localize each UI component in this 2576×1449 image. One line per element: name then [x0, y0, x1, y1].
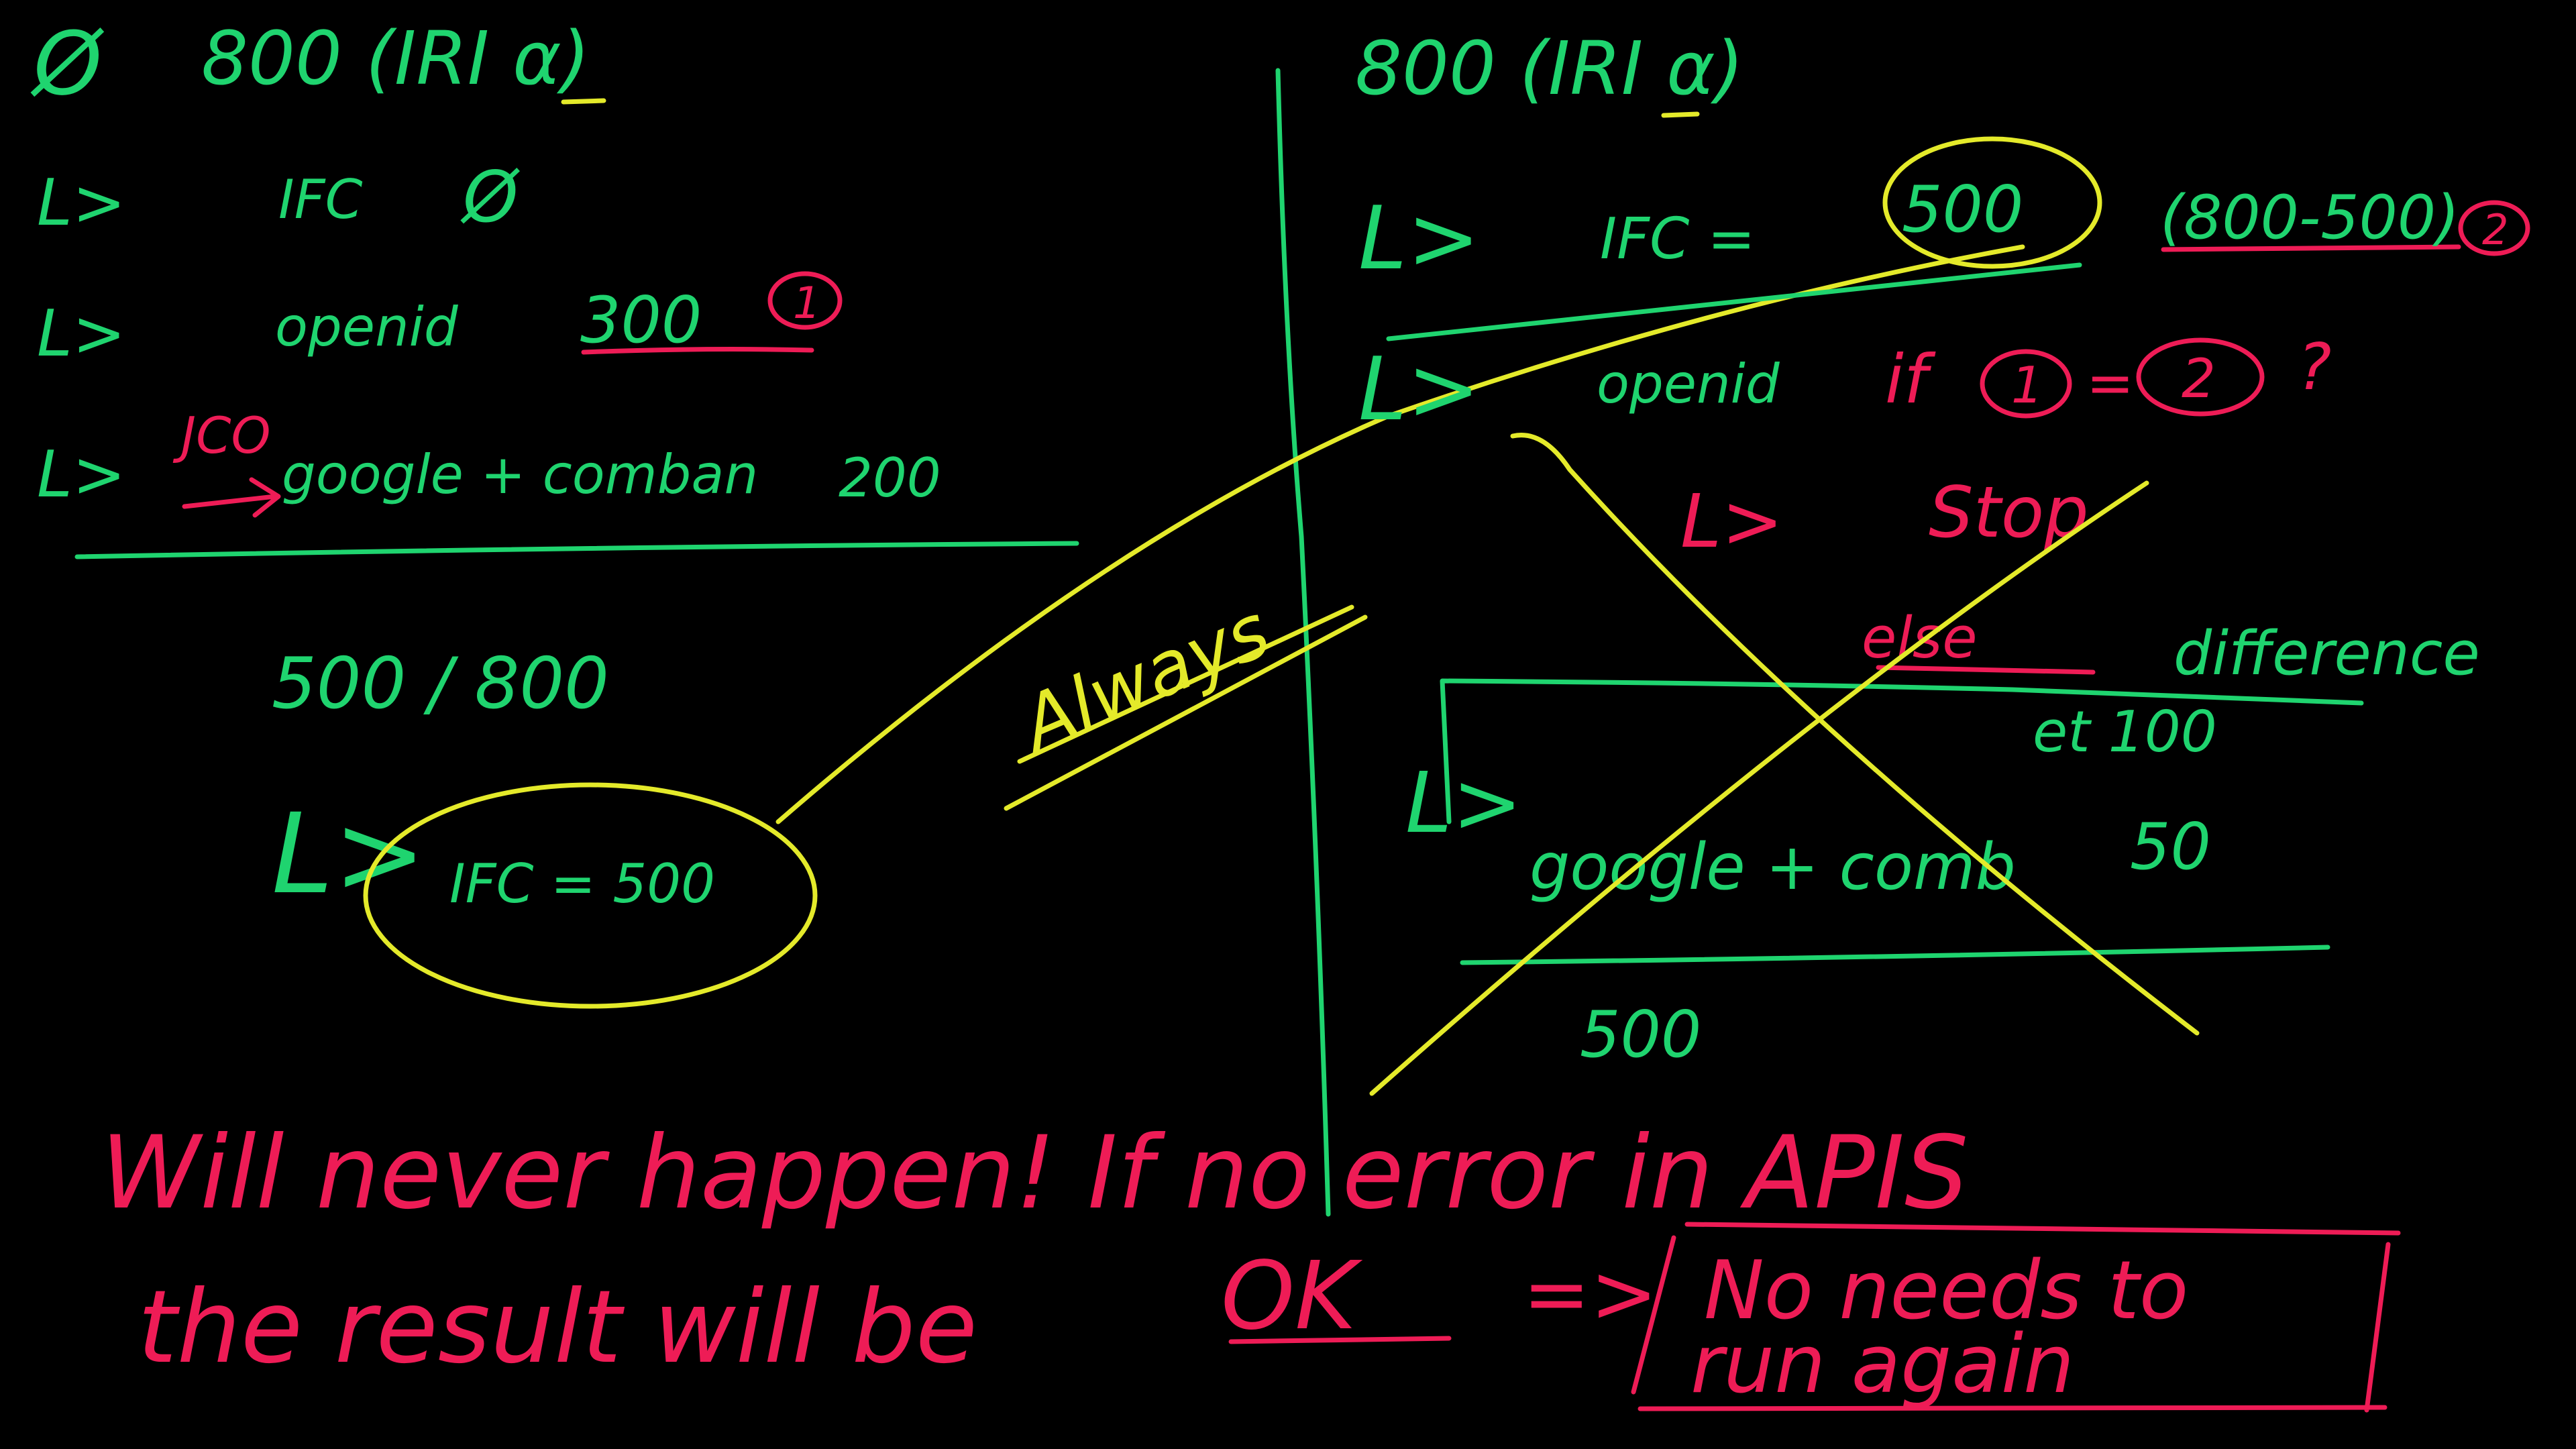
- right-total: 500: [1580, 998, 1701, 1072]
- right-difference: difference: [2174, 619, 2480, 689]
- left-result-arrow: L>: [272, 790, 426, 918]
- right-diff-expr: (800-500): [2160, 182, 2459, 253]
- left-row-3-label: google + comban: [282, 443, 758, 506]
- footer-implies: =>: [1523, 1248, 1658, 1341]
- right-alpha-underline: [1661, 111, 1700, 118]
- right-diff-marker-circle: [2458, 200, 2530, 256]
- always-label: Always: [1006, 587, 1281, 769]
- left-row-3-redirect-arrow: [182, 477, 281, 518]
- right-cond-left-circle: [1980, 349, 2072, 419]
- left-heading-prefix: Ø: [30, 13, 105, 115]
- left-heading: 800 (IRI α): [201, 15, 590, 101]
- right-diff-underline: [2161, 244, 2461, 252]
- right-ifc-value: 500: [1902, 173, 2023, 247]
- left-row-2-arrow: L>: [37, 297, 126, 371]
- footer-box-line-1: No needs to: [1704, 1244, 2188, 1338]
- always-underline-1: [1017, 604, 1354, 764]
- right-diff-marker: 2: [2482, 205, 2508, 254]
- left-marker-1-circle: [767, 271, 843, 330]
- left-row-2-label: openid: [275, 296, 459, 358]
- left-alpha-underline: [561, 98, 606, 105]
- always-connector-line: [775, 244, 2025, 824]
- footer-box-line-2: run again: [1690, 1318, 2074, 1411]
- right-ifc-label: IFC =: [1600, 206, 1756, 272]
- right-difference-value: et 100: [2033, 699, 2217, 765]
- right-cond-q: ?: [2298, 331, 2331, 405]
- footer-ok-underline: [1228, 1336, 1452, 1344]
- right-else-bracket: [1440, 678, 2364, 824]
- left-ratio: 500 / 800: [272, 643, 609, 724]
- left-row-3-value: 200: [839, 447, 941, 509]
- left-row-3-annotation: JCO: [172, 406, 271, 465]
- vertical-divider: [1275, 68, 1331, 1217]
- footer-line-1: Will never happen! If no error in APIS: [101, 1115, 1968, 1232]
- cross-out-stroke-2: [1369, 480, 2149, 1096]
- left-row-1-label: IFC: [278, 168, 363, 231]
- right-google-value: 50: [2130, 810, 2211, 884]
- left-result-circle: [363, 782, 818, 1009]
- right-cond-eq: =: [2086, 350, 2134, 417]
- right-sum-line: [1460, 945, 2330, 965]
- right-ifc-arrow: L>: [1358, 187, 1480, 289]
- right-openid-label: openid: [1597, 353, 1780, 415]
- left-row-2-value: 300: [580, 284, 702, 358]
- right-cond-right: 2: [2182, 347, 2216, 410]
- footer-box: [1631, 1222, 2401, 1413]
- right-ifc-value-circle: [1882, 136, 2102, 269]
- left-result: IFC = 500: [449, 853, 715, 915]
- left-300-underline: [581, 347, 814, 355]
- left-sum-line: [74, 541, 1079, 559]
- footer-line-2-prefix: the result will be: [138, 1269, 977, 1386]
- right-stop-arrow: L>: [1680, 478, 1783, 564]
- always-underline-2: [1004, 614, 1368, 811]
- always-label-group: Always: [1006, 587, 1281, 769]
- right-openid-arrow: L>: [1358, 338, 1480, 440]
- right-openid-if: if: [1885, 340, 1936, 419]
- left-marker-1: 1: [793, 278, 820, 329]
- left-row-3-arrow: L>: [37, 438, 126, 512]
- right-cond-right-circle: [2136, 337, 2265, 417]
- right-openid-bracket: [1386, 262, 2082, 341]
- right-heading: 800 (IRI α): [1355, 25, 1744, 111]
- footer-ok: OK: [1221, 1242, 1363, 1351]
- right-google-label: google + comb: [1529, 830, 2016, 904]
- right-google-arrow: L>: [1405, 755, 1522, 852]
- left-row-1-value: Ø: [460, 156, 520, 238]
- left-row-1-arrow: L>: [37, 166, 126, 240]
- cross-out-stroke-1: [1510, 433, 2200, 1036]
- right-else-underline: [1876, 665, 2096, 675]
- right-cond-left: 1: [2011, 356, 2043, 415]
